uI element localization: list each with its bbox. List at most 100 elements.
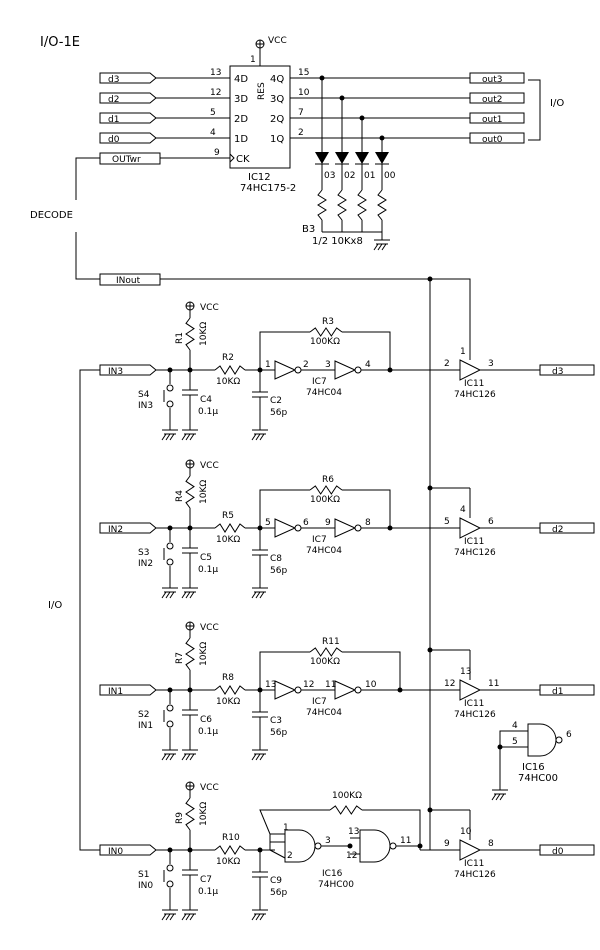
buf-in-pin-2: 12 <box>444 679 455 689</box>
data-in-d2-label: d2 <box>108 95 119 105</box>
ic12-res-label: RES <box>257 82 267 100</box>
schematic-title: I/O-1E <box>40 35 80 50</box>
pin-c-0: 3 <box>325 360 331 370</box>
sw-label-1: IN2 <box>138 559 153 569</box>
buf-name-3: IC11 <box>464 859 484 869</box>
cap2-2: C3 <box>270 716 282 726</box>
pin-a-1: 5 <box>265 518 271 528</box>
data-in-d3: d3 <box>99 72 157 85</box>
sw-label-2: IN1 <box>138 721 153 731</box>
ic12-in-pin-num-0: 13 <box>210 68 221 78</box>
r-pull-val-2: 10KΩ <box>199 642 209 666</box>
decode-label: DECODE <box>30 210 73 221</box>
data-out-out3-label: out3 <box>482 75 502 85</box>
led-label-03: 03 <box>324 171 335 181</box>
data-out-out3: out3 <box>469 72 525 85</box>
data-bus-d2: d2 <box>539 522 595 535</box>
cap2-val-0: 56p <box>270 408 287 418</box>
r-pull-1: R4 <box>175 490 185 502</box>
data-out-out0: out0 <box>469 132 525 145</box>
port-IN3: IN3 <box>99 364 157 377</box>
io-label-left: I/O <box>48 600 62 611</box>
cap-0: C4 <box>200 395 212 405</box>
r-pull-val-1: 10KΩ <box>199 480 209 504</box>
sw-0: S4 <box>138 390 150 400</box>
nand-pin-12: 12 <box>346 851 357 861</box>
led-03: 03 <box>315 152 335 232</box>
gate-part-2: 74HC04 <box>306 708 342 718</box>
vcc-label-top: VCC <box>268 36 287 46</box>
vcc-label-1: VCC <box>200 461 219 471</box>
r-series-1: R5 <box>222 511 234 521</box>
ic12-out-pin-num-1: 10 <box>298 88 310 98</box>
ic12-out-pin-num-2: 7 <box>298 108 304 118</box>
data-in-d3-label: d3 <box>108 75 119 85</box>
r-pull-val-0: 10KΩ <box>199 322 209 346</box>
buf-out-pin-2: 11 <box>488 679 499 689</box>
ic12-in-pin-0: 4D <box>234 74 248 85</box>
data-bus-d3: d3 <box>539 364 595 377</box>
ic12-in-pin-num-1: 12 <box>210 88 221 98</box>
gate-0: IC7 <box>312 377 327 387</box>
led-label-02: 02 <box>344 171 355 181</box>
nand-pin-13: 13 <box>348 827 359 837</box>
r-series-val-0: 10KΩ <box>216 377 240 387</box>
cap2-3: C9 <box>270 876 282 886</box>
nand-pin-4: 4 <box>512 721 518 731</box>
nand-pin-1: 1 <box>283 823 289 833</box>
pin-b-1: 6 <box>303 518 309 528</box>
ic12-out-pin-2: 2Q <box>270 114 284 125</box>
cap2-1: C8 <box>270 554 282 564</box>
data-bus-d1-label: d1 <box>552 687 563 697</box>
cap2-val-3: 56p <box>270 888 287 898</box>
buf-out-pin-3: 8 <box>488 839 494 849</box>
cap-1: C5 <box>200 553 212 563</box>
data-bus-d3-label: d3 <box>552 367 563 377</box>
sw-3: S1 <box>138 870 149 880</box>
rfb-val-2: 100KΩ <box>310 657 340 667</box>
gate-part-1: 74HC04 <box>306 546 342 556</box>
buf-in-pin-3: 9 <box>444 839 450 849</box>
cap2-val-1: 56p <box>270 566 287 576</box>
port-IN2: IN2 <box>99 522 157 535</box>
gate-2: IC7 <box>312 697 327 707</box>
vcc-label-0: VCC <box>200 303 219 313</box>
r-pull-2: R7 <box>175 652 185 664</box>
ic12-name: IC12 <box>248 172 271 183</box>
inout-port: INout <box>99 273 161 286</box>
data-bus-d0-label: d0 <box>552 847 564 857</box>
buf-out-pin-1: 6 <box>488 517 494 527</box>
led-01: 01 <box>355 152 375 232</box>
ic12-out-pin-1: 3Q <box>270 94 284 105</box>
r-series-0: R2 <box>222 353 234 363</box>
led-00: 00 <box>375 152 396 232</box>
cap2-val-2: 56p <box>270 728 287 738</box>
pin-a-0: 1 <box>265 360 271 370</box>
gate-part-0: 74HC04 <box>306 388 342 398</box>
buf-part-2: 74HC126 <box>454 710 496 720</box>
sw-1: S3 <box>138 548 149 558</box>
ic12-out-pin-3: 1Q <box>270 134 284 145</box>
ic12-res-pin-num: 1 <box>250 55 256 65</box>
cap-val-1: 0.1μ <box>198 565 218 575</box>
buf-part-0: 74HC126 <box>454 390 496 400</box>
port-IN1: IN1 <box>99 684 157 697</box>
ic12-in-pin-num-3: 4 <box>210 128 216 138</box>
spare-nand-ic16: 4 5 6 IC16 74HC00 <box>491 721 572 801</box>
ic12-in-pin-2: 2D <box>234 114 248 125</box>
vcc-label-3: VCC <box>200 783 219 793</box>
data-in-d0: d0 <box>99 132 157 145</box>
r-pull-3: R9 <box>175 812 185 824</box>
buf-out-pin-0: 3 <box>488 359 494 369</box>
data-in-d2: d2 <box>99 92 157 105</box>
sw-2: S2 <box>138 710 149 720</box>
ic12-part: 74HC175-2 <box>240 183 296 194</box>
outwr-port: OUTwr <box>99 152 161 165</box>
ic12-ck-label: CK <box>236 154 250 165</box>
data-out-out1-label: out1 <box>482 115 502 125</box>
port-IN3-label: IN3 <box>108 367 123 377</box>
cap-3: C7 <box>200 875 212 885</box>
